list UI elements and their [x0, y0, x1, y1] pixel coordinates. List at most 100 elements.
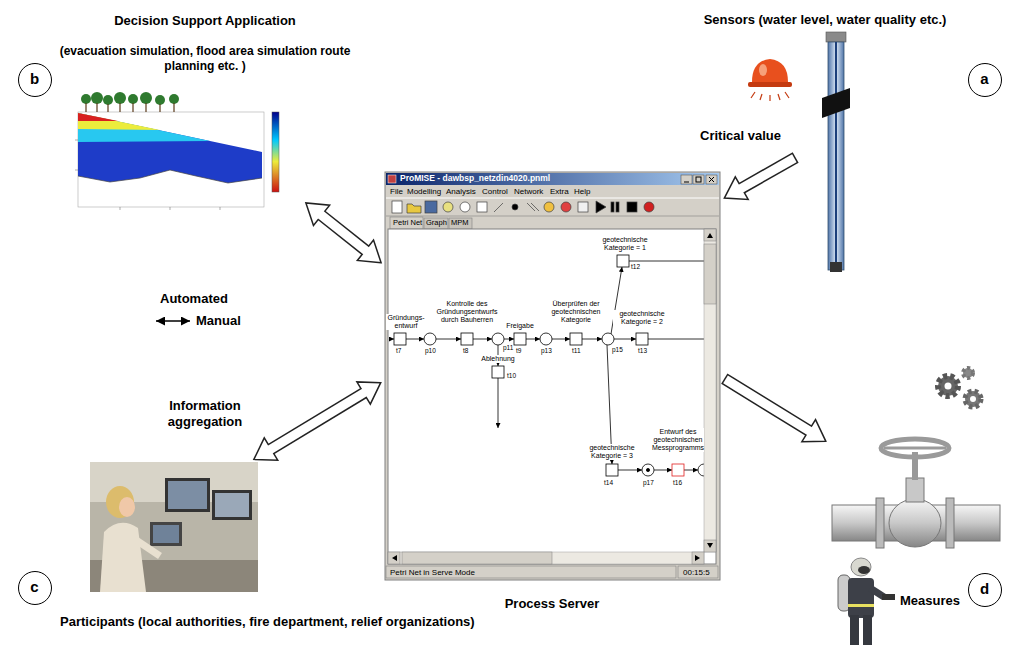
- edge-label: Critical value: [700, 128, 781, 144]
- gears-icon-part: [945, 383, 952, 390]
- status-text: Petri Net in Serve Mode: [390, 568, 475, 577]
- toolbar-icon-part: [627, 202, 637, 212]
- place-id: p11: [503, 344, 513, 351]
- transition-id: t12: [631, 263, 640, 270]
- flood-simulation-image-part-part: [114, 92, 126, 104]
- petri-net-part-part: [654, 470, 672, 471]
- place-id: p17: [643, 479, 654, 486]
- application-window-part: [684, 177, 714, 182]
- flood-simulation-image-part: [78, 113, 160, 130]
- scrollbar-part: [392, 233, 713, 561]
- mode-label: Automated: [160, 292, 228, 307]
- toolbar-icon-part: [407, 204, 421, 213]
- flood-simulation-image-part: [78, 113, 118, 121]
- petri-net-part-part: [582, 339, 602, 340]
- petri-net-part-part: [389, 339, 394, 340]
- valve-icon-part: [881, 439, 949, 457]
- panel-heading: Participants (local authorities, fire de…: [60, 614, 475, 630]
- valve-icon-part: [906, 478, 924, 502]
- application-window-part: [386, 173, 719, 185]
- toolbar-icon-part: [527, 203, 539, 211]
- application-window-part: [681, 175, 717, 184]
- gears-icon-part: [963, 368, 973, 378]
- firefighter-icon-part: [851, 558, 871, 576]
- alarm-icon-part: [759, 64, 767, 76]
- menu-item: Control: [482, 187, 508, 196]
- flood-simulation-image-part-part: [91, 92, 103, 104]
- application-window-part: [388, 175, 396, 183]
- status-text: 00:15:5: [683, 568, 710, 577]
- alarm-icon-part: [752, 59, 788, 82]
- flood-simulation-image-part-part: [75, 170, 78, 171]
- callout-letter: a: [980, 70, 988, 89]
- place-id: p10: [425, 347, 436, 354]
- valve-icon-part: [889, 499, 941, 547]
- transition-label: Gründungs- entwurf: [386, 314, 426, 330]
- control-room-photo-part: [215, 493, 249, 517]
- transition-label: Kontrolle des Gründungsentwurfs durch Ba…: [432, 300, 502, 324]
- petri-net-part-part: [473, 339, 492, 340]
- application-window: [385, 172, 720, 580]
- application-window-part: [386, 566, 676, 578]
- flood-simulation-image-part-part: [120, 207, 121, 210]
- petri-net-part-part: [614, 339, 636, 340]
- transition-label: Überprüfen der geotechnischen Kategorie: [548, 300, 604, 324]
- application-window-part-part: [681, 175, 692, 184]
- transition-label: Entwurf des geotechnischen Messprogramms: [652, 428, 704, 452]
- control-room-photo-part: [153, 525, 179, 543]
- firefighter-icon-part: [870, 588, 884, 597]
- petri-net: [389, 255, 710, 476]
- window-title: ProMISE - dawbsp_netzdin4020.pnml: [400, 174, 550, 184]
- toolbar-icon-part: [425, 201, 437, 213]
- petri-net-part-part: [406, 339, 424, 340]
- menu-item: Help: [574, 187, 590, 196]
- petri-net-part-part: [570, 333, 582, 345]
- transition-label: geotechnische Kategorie = 1: [596, 236, 654, 252]
- alarm-icon-part-part: [778, 94, 780, 100]
- flood-simulation-image-part: [75, 140, 220, 210]
- petri-net-part-part: [394, 333, 406, 345]
- alarm-icon-part-part: [760, 94, 762, 100]
- flood-simulation-image-part-part: [170, 207, 171, 210]
- flood-simulation-image-part-part: [85, 103, 86, 112]
- menu-item: File: [390, 187, 403, 196]
- sensor-probe-part: [828, 42, 844, 270]
- menu-item: Extra: [550, 187, 569, 196]
- toolbar-icon-part: [512, 204, 518, 210]
- transition-id: t8: [463, 347, 468, 354]
- alarm-icon-part-part: [751, 92, 755, 98]
- petri-net-part: [646, 468, 649, 471]
- application-window-part-part: [709, 177, 714, 182]
- tab-label: Petri Net: [393, 219, 422, 228]
- flood-simulation-image-part: [272, 112, 279, 192]
- petri-net-part-part: [436, 339, 461, 340]
- gears-icon: [938, 368, 981, 407]
- petri-net-part-part: [552, 339, 570, 340]
- flood-simulation-image-part: [81, 92, 179, 105]
- panel-heading: Sensors (water level, water quality etc.…: [704, 12, 947, 28]
- firefighter-icon-part: [848, 578, 874, 618]
- flood-simulation-image-part: [78, 112, 264, 207]
- application-window-part: [388, 229, 716, 564]
- sensor-probe: [822, 32, 850, 272]
- flood-simulation-image-part: [78, 113, 262, 183]
- place-id: p13: [541, 347, 552, 354]
- toolbar-icon-part: [460, 202, 470, 212]
- transition-id: t7: [396, 347, 401, 354]
- petri-net-part-part: [492, 366, 504, 378]
- petri-net-part-part: [618, 470, 642, 471]
- toolbar-icon-part: [644, 202, 654, 212]
- sensor-probe-part: [826, 32, 846, 42]
- callout-letter: c: [30, 578, 38, 597]
- petri-net-part: [672, 464, 684, 476]
- control-room-photo-part: [90, 462, 258, 592]
- valve-icon-part: [946, 498, 954, 548]
- transition-id: t10: [507, 372, 516, 379]
- petri-net-part-part: [504, 339, 514, 340]
- firefighter-icon-part: [863, 615, 872, 645]
- petri-net-part-part: [606, 464, 618, 476]
- control-room-photo-part: [100, 523, 146, 592]
- alarm-icon-part-part: [769, 95, 770, 101]
- petri-net-part-part: [642, 464, 654, 476]
- petri-net-part-part: [498, 378, 499, 428]
